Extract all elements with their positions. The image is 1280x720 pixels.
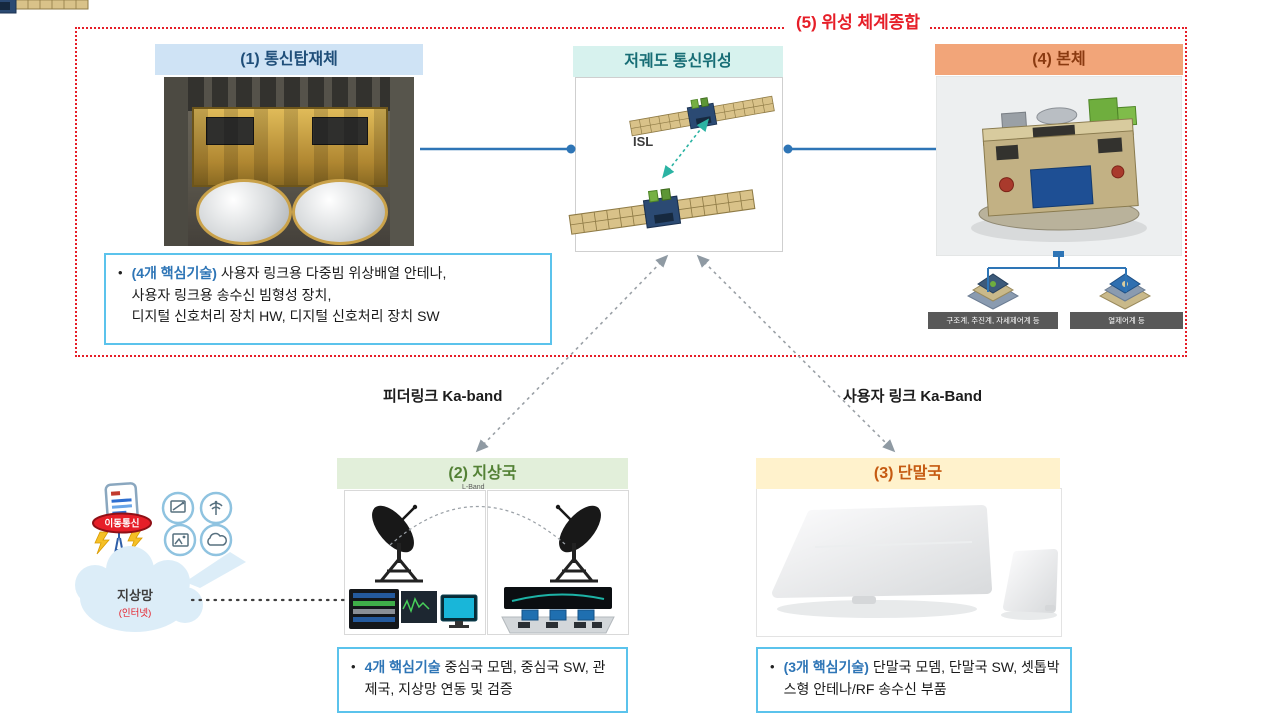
ground-dish-and-console bbox=[501, 504, 615, 634]
internet-label: (인터넷) bbox=[119, 608, 152, 619]
ground-keytech-prefix: 4개 핵심기술 bbox=[364, 659, 441, 675]
mobile-network-badge: 이동통신 bbox=[92, 512, 152, 534]
bus-subsystem-image-1 bbox=[966, 273, 1020, 310]
flat-panel-antenna-large bbox=[772, 505, 992, 598]
svg-text:이동통신: 이동통신 bbox=[105, 518, 140, 530]
cloud-service-icon bbox=[199, 523, 233, 557]
ground-keytech-body: 중심국 모뎀, 중심국 SW, 관제국, 지상망 연동 및 검증 bbox=[364, 659, 606, 697]
lband-label: L-Band bbox=[462, 484, 485, 491]
payload-module-1 bbox=[206, 117, 254, 145]
feeder-link-label: 피더링크 Ka-band bbox=[383, 388, 503, 405]
bullet: • bbox=[118, 265, 123, 280]
terminal-header: (3) 단말국 bbox=[756, 458, 1060, 489]
system-title: (5) 위성 체계종합 bbox=[786, 8, 931, 33]
ground-header: (2) 지상국 bbox=[337, 458, 628, 489]
payload-reflector-right bbox=[292, 179, 388, 245]
ground-panel-right bbox=[487, 490, 629, 635]
ground-keytech-text: 4개 핵심기술 중심국 모뎀, 중심국 SW, 관제국, 지상망 연동 및 검증 bbox=[365, 657, 618, 700]
payload-reflector-left bbox=[196, 179, 292, 245]
leo-body bbox=[575, 77, 783, 252]
bus-header: (4) 본체 bbox=[935, 44, 1183, 75]
terminal-keytech-body: 단말국 모뎀, 단말국 SW, 셋톱박스형 안테나/RF 송수신 부품 bbox=[783, 659, 1060, 697]
payload-gold-tray bbox=[192, 107, 388, 187]
bus-subsystem-label-2: 열제어계 등 bbox=[1070, 312, 1183, 329]
ground-network-cluster: 이동통신 지상망 (인터넷) bbox=[75, 482, 246, 632]
payload-photo bbox=[164, 77, 414, 246]
isl-label: ISL bbox=[633, 134, 654, 149]
map-navigation-icon bbox=[161, 491, 195, 525]
lightning-icon bbox=[94, 531, 110, 555]
ground-network-label: 지상망 bbox=[117, 588, 153, 603]
payload-photo-wall-left bbox=[164, 77, 188, 246]
leo-header: 저궤도 통신위성 bbox=[573, 46, 783, 77]
payload-photo-wall-right bbox=[390, 77, 414, 246]
bus-image bbox=[936, 76, 1182, 256]
payload-photo-background bbox=[164, 77, 414, 111]
payload-keytech-line3: 디지털 신호처리 장치 HW, 디지털 신호처리 장치 SW bbox=[131, 308, 440, 325]
payload-keytech-line1: 사용자 링크용 다중빔 위상배열 안테나, bbox=[216, 265, 447, 281]
payload-header: (1) 통신탑재체 bbox=[155, 44, 423, 75]
flat-panel-antenna-small bbox=[1003, 549, 1058, 613]
payload-keytech-text: (4개 핵심기술) 사용자 링크용 다중빔 위상배열 안테나, 사용자 링크용 … bbox=[132, 263, 447, 328]
payload-keytech-box: • (4개 핵심기술) 사용자 링크용 다중빔 위상배열 안테나, 사용자 링크… bbox=[104, 253, 552, 345]
payload-keytech-prefix: (4개 핵심기술) bbox=[131, 265, 217, 281]
terminal-body bbox=[756, 488, 1062, 637]
payload-module-2 bbox=[312, 117, 368, 145]
terminal-keytech-box: • (3개 핵심기술) 단말국 모뎀, 단말국 SW, 셋톱박스형 안테나/RF… bbox=[756, 647, 1072, 713]
bullet: • bbox=[351, 659, 356, 674]
leo-satellite-illustration bbox=[0, 0, 89, 14]
bus-subsystem-image-2 bbox=[1098, 273, 1152, 310]
ground-keytech-box: • 4개 핵심기술 중심국 모뎀, 중심국 SW, 관제국, 지상망 연동 및 … bbox=[337, 647, 628, 713]
cloud-callout bbox=[185, 552, 246, 588]
bullet: • bbox=[770, 659, 775, 674]
ground-network-cloud: 지상망 (인터넷) bbox=[75, 546, 203, 632]
terminal-keytech-prefix: (3개 핵심기술) bbox=[783, 659, 869, 675]
terminal-antenna-panels bbox=[772, 505, 1058, 620]
user-link-label: 사용자 링크 Ka-Band bbox=[843, 388, 983, 405]
terminal-keytech-text: (3개 핵심기술) 단말국 모뎀, 단말국 SW, 셋톱박스형 안테나/RF 송… bbox=[784, 657, 1062, 700]
bus-subsystem-label-1: 구조계, 추진계, 자세제어계 등 bbox=[928, 312, 1058, 329]
payload-keytech-line2: 사용자 링크용 송수신 빔형성 장치, bbox=[131, 286, 332, 303]
